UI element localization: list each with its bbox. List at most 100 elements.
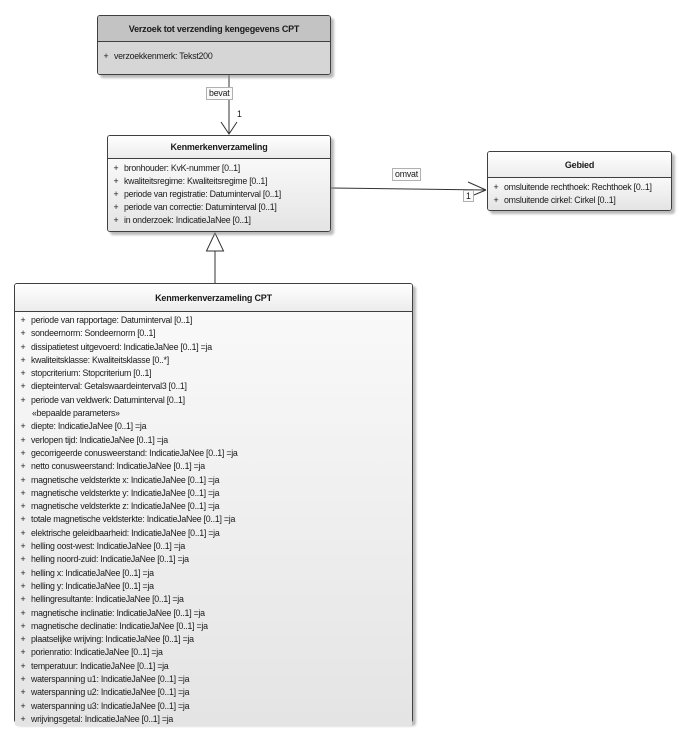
visibility-marker: + bbox=[20, 328, 26, 339]
attribute-row: + periode van veldwerk: Datuminterval [0… bbox=[15, 394, 412, 407]
visibility-marker: + bbox=[113, 189, 119, 199]
attribute-row: + diepte: IndicatieJaNee [0..1] =ja bbox=[15, 420, 412, 433]
attribute-text: periode van veldwerk: Datuminterval [0..… bbox=[31, 394, 185, 405]
attribute-row: + porienratio: IndicatieJaNee [0..1] =ja bbox=[15, 646, 412, 659]
attribute-row: + in onderzoek: IndicatieJaNee [0..1] bbox=[108, 214, 330, 227]
class-title: Kenmerkenverzameling CPT bbox=[15, 284, 412, 312]
class-title: Kenmerkenverzameling bbox=[108, 136, 330, 159]
attribute-text: diepte: IndicatieJaNee [0..1] =ja bbox=[31, 421, 147, 432]
attribute-text: periode van correctie: Datuminterval [0.… bbox=[124, 202, 277, 212]
attributes-compartment: + periode van rapportage: Datuminterval … bbox=[15, 312, 412, 727]
attribute-text: magnetische veldsterkte z: IndicatieJaNe… bbox=[31, 501, 220, 512]
visibility-marker: + bbox=[20, 660, 26, 671]
visibility-marker: + bbox=[493, 195, 499, 205]
attribute-row: + stopcriterium: Stopcriterium [0..1] bbox=[15, 367, 412, 380]
attribute-text: elektrische geleidbaarheid: IndicatieJaN… bbox=[31, 527, 220, 538]
attribute-row: + helling oost-west: IndicatieJaNee [0..… bbox=[15, 540, 412, 553]
attribute-row: + waterspanning u1: IndicatieJaNee [0..1… bbox=[15, 673, 412, 686]
attribute-row: + periode van correctie: Datuminterval [… bbox=[108, 201, 330, 214]
attribute-row: + magnetische veldsterkte y: IndicatieJa… bbox=[15, 487, 412, 500]
visibility-marker: + bbox=[20, 634, 26, 645]
visibility-marker: + bbox=[20, 394, 26, 405]
attribute-row: + waterspanning u3: IndicatieJaNee [0..1… bbox=[15, 700, 412, 713]
attribute-text: magnetische veldsterkte x: IndicatieJaNe… bbox=[31, 474, 220, 485]
visibility-marker: + bbox=[20, 554, 26, 565]
class-title: Verzoek tot verzending kengegevens CPT bbox=[98, 16, 330, 42]
attributes-compartment: + verzoekkenmerk: Tekst200 bbox=[98, 42, 330, 74]
attribute-text: omsluitende rechthoek: Rechthoek [0..1] bbox=[504, 182, 652, 192]
visibility-marker: + bbox=[20, 594, 26, 605]
attribute-text: netto conusweerstand: IndicatieJaNee [0.… bbox=[31, 461, 205, 472]
attribute-row: + bronhouder: KvK-nummer [0..1] bbox=[108, 162, 330, 175]
attribute-text: plaatselijke wrijving: IndicatieJaNee [0… bbox=[31, 634, 194, 645]
attribute-text: magnetische inclinatie: IndicatieJaNee [… bbox=[31, 607, 205, 618]
attribute-text: dissipatietest uitgevoerd: IndicatieJaNe… bbox=[31, 341, 212, 352]
attribute-row: + magnetische declinatie: IndicatieJaNee… bbox=[15, 620, 412, 633]
attribute-row: + sondeernorm: Sondeernorm [0..1] bbox=[15, 327, 412, 340]
visibility-marker: + bbox=[113, 215, 119, 225]
visibility-marker: + bbox=[20, 607, 26, 618]
attribute-row: + omsluitende cirkel: Cirkel [0..1] bbox=[488, 194, 671, 207]
visibility-marker: + bbox=[20, 647, 26, 658]
attribute-row: + kwaliteitsregime: Kwaliteitsregime [0.… bbox=[108, 175, 330, 188]
attribute-row: + netto conusweerstand: IndicatieJaNee [… bbox=[15, 460, 412, 473]
class-box-gebied[interactable]: Gebied + omsluitende rechthoek: Rechthoe… bbox=[487, 151, 672, 211]
multiplicity-omvat: 1 bbox=[463, 190, 474, 202]
parameter-attributes-section: + diepte: IndicatieJaNee [0..1] =ja + ve… bbox=[15, 420, 412, 726]
attribute-row: + omsluitende rechthoek: Rechthoek [0..1… bbox=[488, 181, 671, 194]
attribute-row: + hellingresultante: IndicatieJaNee [0..… bbox=[15, 593, 412, 606]
attribute-row: + periode van rapportage: Datuminterval … bbox=[15, 314, 412, 327]
attribute-row: + temperatuur: IndicatieJaNee [0..1] =ja bbox=[15, 660, 412, 673]
visibility-marker: + bbox=[20, 421, 26, 432]
attribute-text: periode van registratie: Datuminterval [… bbox=[124, 189, 281, 199]
attribute-row: + elektrische geleidbaarheid: IndicatieJ… bbox=[15, 527, 412, 540]
edge-label-omvat: omvat bbox=[392, 168, 421, 181]
multiplicity-bevat: 1 bbox=[237, 109, 242, 119]
visibility-marker: + bbox=[20, 354, 26, 365]
class-title: Gebied bbox=[488, 152, 671, 178]
attribute-row: + helling y: IndicatieJaNee [0..1] =ja bbox=[15, 580, 412, 593]
class-box-kenmerkenverzameling-cpt[interactable]: Kenmerkenverzameling CPT + periode van r… bbox=[14, 283, 413, 727]
class-box-verzoek-tot-verzending-kengegevens-cpt[interactable]: Verzoek tot verzending kengegevens CPT +… bbox=[97, 15, 331, 75]
attribute-row: + plaatselijke wrijving: IndicatieJaNee … bbox=[15, 633, 412, 646]
attribute-row: + magnetische inclinatie: IndicatieJaNee… bbox=[15, 607, 412, 620]
attribute-row: + gecorrigeerde conusweerstand: Indicati… bbox=[15, 447, 412, 460]
visibility-marker: + bbox=[20, 315, 26, 325]
attribute-row: + dissipatietest uitgevoerd: IndicatieJa… bbox=[15, 341, 412, 354]
visibility-marker: + bbox=[20, 541, 26, 552]
attribute-text: hellingresultante: IndicatieJaNee [0..1]… bbox=[31, 594, 184, 605]
attribute-text: sondeernorm: Sondeernorm [0..1] bbox=[31, 328, 156, 339]
visibility-marker: + bbox=[20, 713, 26, 724]
visibility-marker: + bbox=[20, 687, 26, 698]
attribute-row: + magnetische veldsterkte x: IndicatieJa… bbox=[15, 474, 412, 487]
attribute-text: magnetische veldsterkte y: IndicatieJaNe… bbox=[31, 487, 220, 498]
visibility-marker: + bbox=[20, 580, 26, 591]
visibility-marker: + bbox=[20, 447, 26, 458]
attribute-text: helling oost-west: IndicatieJaNee [0..1]… bbox=[31, 541, 186, 552]
visibility-marker: + bbox=[113, 163, 119, 173]
attributes-compartment: + omsluitende rechthoek: Rechthoek [0..1… bbox=[488, 178, 671, 210]
visibility-marker: + bbox=[20, 474, 26, 485]
attributes-compartment: + bronhouder: KvK-nummer [0..1] + kwalit… bbox=[108, 159, 330, 231]
visibility-marker: + bbox=[20, 527, 26, 538]
visibility-marker: + bbox=[20, 434, 26, 445]
attribute-row: + totale magnetische veldsterkte: Indica… bbox=[15, 513, 412, 526]
attribute-row: + kwaliteitsklasse: Kwaliteitsklasse [0.… bbox=[15, 354, 412, 367]
visibility-marker: + bbox=[20, 461, 26, 472]
visibility-marker: + bbox=[20, 341, 26, 352]
visibility-marker: + bbox=[20, 501, 26, 512]
attribute-row: + helling noord-zuid: IndicatieJaNee [0.… bbox=[15, 553, 412, 566]
visibility-marker: + bbox=[20, 567, 26, 578]
attribute-row: + verzoekkenmerk: Tekst200 bbox=[98, 50, 330, 63]
edge-label-bevat: bevat bbox=[206, 87, 233, 100]
visibility-marker: + bbox=[103, 51, 109, 61]
association-bevat-arrowhead bbox=[220, 121, 238, 135]
attribute-row: + wrijvingsgetal: IndicatieJaNee [0..1] … bbox=[15, 713, 412, 726]
class-box-kenmerkenverzameling[interactable]: Kenmerkenverzameling + bronhouder: KvK-n… bbox=[107, 135, 331, 232]
visibility-marker: + bbox=[20, 700, 26, 711]
visibility-marker: + bbox=[20, 381, 26, 392]
attribute-text: temperatuur: IndicatieJaNee [0..1] =ja bbox=[31, 660, 169, 671]
general-attributes-section: + periode van rapportage: Datuminterval … bbox=[15, 314, 412, 407]
visibility-marker: + bbox=[20, 674, 26, 685]
